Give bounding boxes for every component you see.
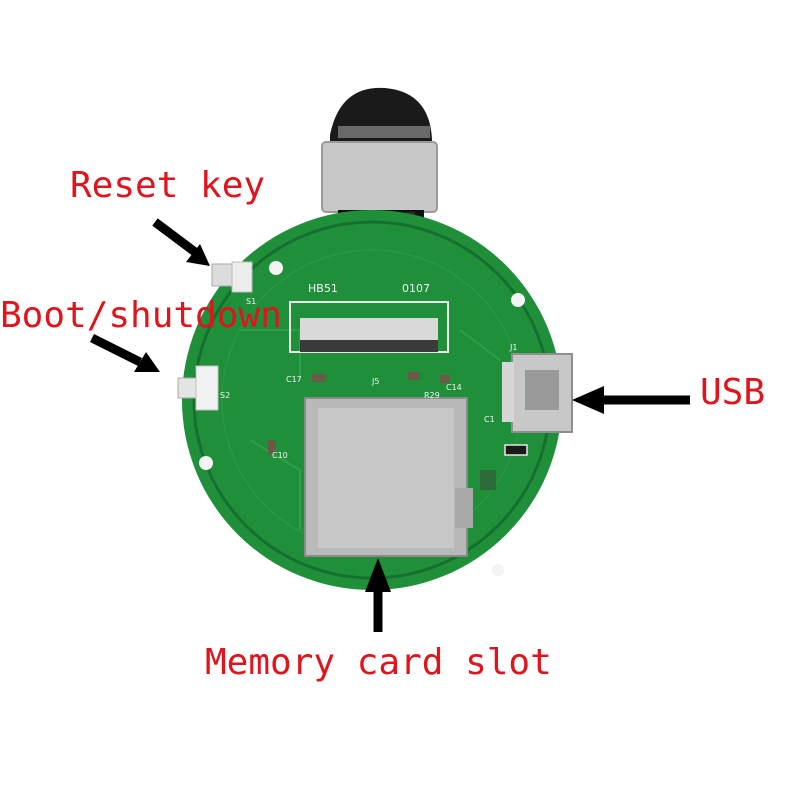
usb-port bbox=[502, 353, 573, 433]
reset-key-label: Reset key bbox=[70, 165, 266, 206]
silk-c17: C17 bbox=[286, 375, 302, 384]
silk-hb51: HB51 bbox=[308, 282, 338, 295]
silk-j5: J5 bbox=[371, 377, 379, 386]
arrow-card bbox=[365, 558, 391, 632]
arrow-usb bbox=[572, 386, 690, 414]
arrow-boot bbox=[89, 333, 160, 372]
camera-module bbox=[321, 87, 438, 213]
silkscreen: HB51 0107 S1 S2 C17 J5 J1 R29 C10 C14 C1 bbox=[220, 282, 517, 460]
callout-arrows bbox=[89, 218, 690, 632]
silk-r29: R29 bbox=[424, 391, 440, 400]
silk-s1: S1 bbox=[246, 297, 256, 306]
fpc-connector bbox=[289, 301, 449, 353]
smd-components bbox=[268, 372, 528, 490]
silk-c10: C10 bbox=[272, 451, 288, 460]
arrow-reset bbox=[152, 218, 210, 266]
silk-s2: S2 bbox=[220, 391, 230, 400]
silk-c1: C1 bbox=[484, 415, 495, 424]
reset-button bbox=[211, 261, 253, 293]
boot-button bbox=[177, 365, 219, 411]
silk-j1: J1 bbox=[509, 343, 517, 352]
memory-card-slot bbox=[304, 397, 473, 557]
silk-0107: 0107 bbox=[402, 282, 430, 295]
memory-card-slot-label: Memory card slot bbox=[205, 642, 552, 683]
boot-shutdown-label: Boot/shutdown bbox=[0, 295, 282, 336]
silk-c14: C14 bbox=[446, 383, 462, 392]
usb-label: USB bbox=[700, 372, 766, 413]
